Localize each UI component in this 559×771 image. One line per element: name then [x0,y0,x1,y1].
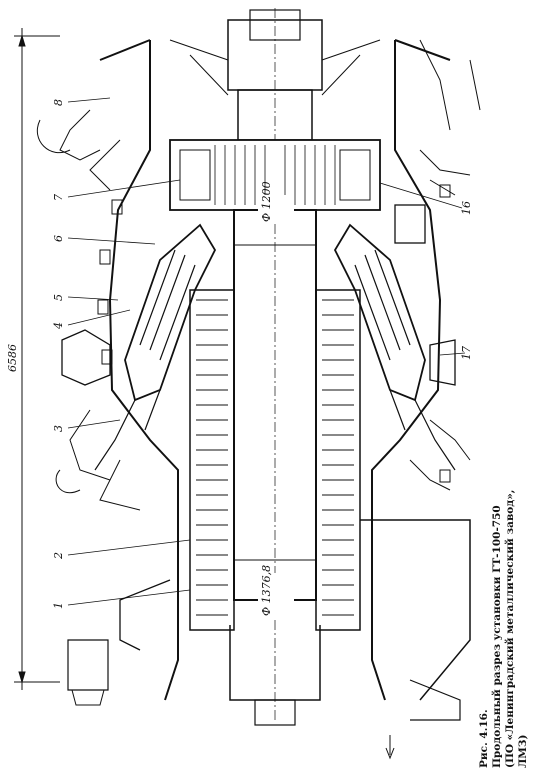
callout-1: 1 [52,602,65,609]
combustor-left [94,223,217,471]
callout-16: 16 [460,201,473,215]
figure-number: Рис. 4.16. [478,709,490,768]
callout-5: 5 [52,294,65,301]
figure-caption: Рис. 4.16. Продольный разрез установки Г… [478,476,554,768]
diameter-1200-label: Ф 1200 [260,181,273,222]
compressor-stages-right [315,289,361,631]
fuel-piping-left [36,109,141,511]
callout-2: 2 [52,552,65,560]
outer-casing [99,39,451,701]
callout-17: 17 [460,346,473,360]
combustor-right [333,223,456,471]
overall-dimension-line [14,28,60,690]
exhaust-section [67,519,471,760]
callout-leaders [67,97,466,606]
callout-3: 3 [52,425,65,432]
side-flanges [61,204,456,386]
fuel-piping-right [409,39,481,491]
compressor-stages-left [189,289,235,631]
caption-line-2: (ПО «Ленинградский металлический завод», [504,489,516,768]
callout-6: 6 [52,235,65,242]
callout-labels: 1 2 3 4 5 6 7 8 16 17 [52,99,473,609]
diameter-1376-label: Ф 1376,8 [260,565,273,616]
caption-line-3: ЛМЗ) [517,734,529,768]
callout-7: 7 [52,194,65,201]
callout-4: 4 [52,322,65,330]
overall-dimension-label: 6586 [6,344,19,372]
caption-line-1: Продольный разрез установки ГТ-100-750 [491,505,503,768]
dimension-labels: 6586 Ф 1200 Ф 1376,8 [6,181,294,617]
turbine-disk-stack [169,139,381,211]
callout-8: 8 [52,99,65,106]
